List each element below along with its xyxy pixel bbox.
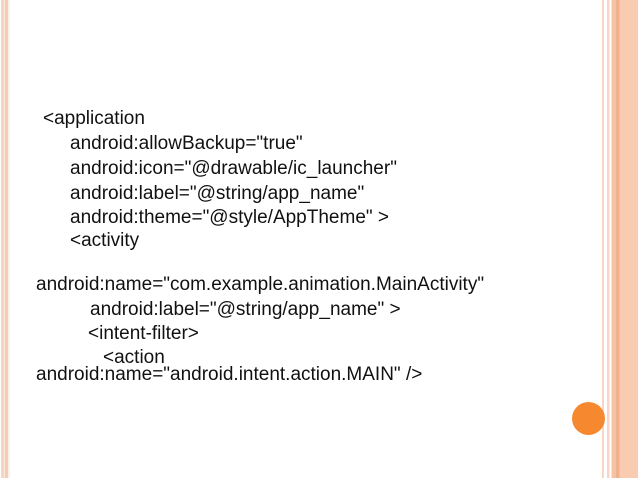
right-border-stripes [602, 0, 638, 478]
code-line-icon: android:icon="@drawable/ic_launcher" [70, 158, 397, 179]
code-line-intent-filter-open: <intent-filter> [88, 323, 199, 344]
left-border-stripes [0, 0, 10, 478]
code-line-activity-name: android:name="com.example.animation.Main… [36, 274, 485, 295]
code-line-action-open: <action [103, 347, 165, 368]
code-line-label-app: android:label="@string/app_name" [70, 183, 365, 204]
accent-circle-decoration [572, 402, 605, 435]
code-line-application-open: <application [43, 108, 145, 129]
code-line-label-activity: android:label="@string/app_name" > [90, 299, 401, 320]
code-line-activity-open: <activity [70, 230, 140, 251]
code-line-allowbackup: android:allowBackup="true" [70, 133, 303, 154]
code-line-action-name: android:name="android.intent.action.MAIN… [36, 364, 423, 385]
code-line-theme: android:theme="@style/AppTheme" > [70, 207, 390, 228]
